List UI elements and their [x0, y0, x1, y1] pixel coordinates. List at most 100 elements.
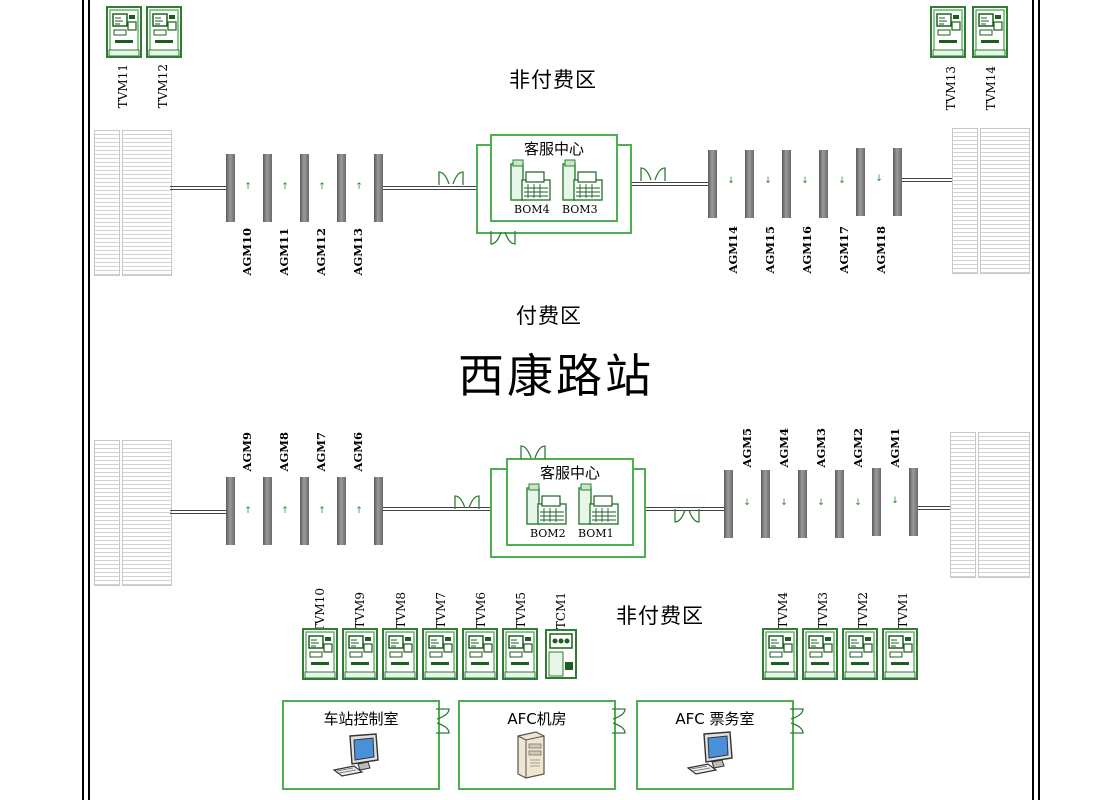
stairs-icon: [94, 440, 120, 586]
booking-office-machine-icon: [562, 159, 603, 201]
bom-label: BOM4: [514, 203, 550, 216]
door-icon: [490, 231, 516, 245]
stairs-icon: [122, 130, 172, 276]
door-icon: [674, 509, 700, 523]
arrow-down-icon: ↓: [817, 498, 825, 508]
tvm-label: TVM12: [156, 64, 170, 109]
gate-icon: [300, 154, 309, 222]
bom-label: BOM1: [578, 527, 614, 540]
gate-icon: [374, 477, 383, 545]
booking-office-machine-icon: [526, 483, 567, 525]
agm-label: AGM13: [351, 228, 365, 276]
agm-label: AGM8: [277, 432, 291, 472]
gate-rail: [170, 510, 228, 514]
agm-label: AGM7: [314, 432, 328, 472]
computer-icon: [332, 733, 379, 777]
zone-label-unpaid-top: 非付费区: [509, 68, 597, 92]
stairs-icon: [980, 128, 1030, 274]
stairs-icon: [978, 432, 1030, 578]
room-afc-ticketing: AFC 票务室: [636, 700, 794, 790]
arrow-down-icon: ↓: [743, 498, 751, 508]
ticket-vending-machine-icon: [462, 628, 498, 680]
zone-label-unpaid-bottom: 非付费区: [616, 604, 704, 628]
ticket-vending-machine-icon: [930, 6, 966, 58]
server-icon: [517, 731, 545, 779]
ticket-vending-machine-icon: [422, 628, 458, 680]
ticket-checking-machine-icon: [545, 629, 577, 679]
gate-icon: [909, 468, 918, 536]
stairs-icon: [122, 440, 172, 586]
station-title: 西康路站: [458, 349, 654, 403]
gate-icon: [226, 477, 235, 545]
agm-label: AGM9: [240, 432, 254, 472]
gate-rail: [170, 186, 228, 190]
gate-rail: [918, 506, 950, 510]
ticket-vending-machine-icon: [972, 6, 1008, 58]
gate-icon: [226, 154, 235, 222]
agm-label: AGM16: [800, 226, 814, 274]
tvm-label: TVM7: [434, 592, 448, 629]
room-afc-machine: AFC机房: [458, 700, 616, 790]
zone-label-paid: 付费区: [516, 304, 582, 328]
computer-icon: [686, 731, 733, 775]
gate-rail: [382, 186, 477, 190]
tvm-label: TVM11: [116, 64, 130, 109]
agm-label: AGM3: [814, 428, 828, 468]
ticket-vending-machine-icon: [882, 628, 918, 680]
booking-office-machine-icon: [578, 483, 619, 525]
left-wall-line-inner: [88, 0, 90, 800]
stairs-icon: [952, 128, 978, 274]
gate-icon: [337, 154, 346, 222]
tvm-label: TVM5: [514, 592, 528, 629]
tvm-label: TVM8: [394, 592, 408, 629]
ticket-vending-machine-icon: [146, 6, 182, 58]
gate-icon: [782, 150, 791, 218]
arrow-down-icon: ↓: [875, 174, 883, 184]
bom-label: BOM2: [530, 527, 566, 540]
service-center-top-inner: 客服中心 BOM4 BOM3: [490, 134, 618, 222]
room-title: AFC 票务室: [675, 710, 755, 728]
ticket-vending-machine-icon: [502, 628, 538, 680]
tvm-label: TVM2: [856, 592, 870, 629]
stairs-icon: [950, 432, 976, 578]
tvm-label: TVM1: [896, 592, 910, 629]
tvm-label: TVM13: [944, 66, 958, 111]
ticket-vending-machine-icon: [106, 6, 142, 58]
tvm-label: TVM6: [474, 592, 488, 629]
gate-icon: [745, 150, 754, 218]
door-icon: [438, 171, 464, 185]
arrow-up-icon: ↑: [355, 182, 363, 192]
arrow-down-icon: ↓: [891, 496, 899, 506]
arrow-down-icon: ↓: [801, 176, 809, 186]
gate-icon: [798, 470, 807, 538]
room-title: AFC机房: [507, 710, 567, 728]
ticket-vending-machine-icon: [342, 628, 378, 680]
bom-label: BOM3: [562, 203, 598, 216]
arrow-down-icon: ↓: [764, 176, 772, 186]
arrow-up-icon: ↑: [355, 506, 363, 516]
gate-icon: [893, 148, 902, 216]
gate-icon: [263, 154, 272, 222]
ticket-vending-machine-icon: [802, 628, 838, 680]
arrow-down-icon: ↓: [727, 176, 735, 186]
arrow-down-icon: ↓: [780, 498, 788, 508]
door-icon: [612, 708, 626, 734]
gate-icon: [263, 477, 272, 545]
tvm-label: TVM4: [776, 592, 790, 629]
door-icon: [790, 708, 804, 734]
agm-label: AGM11: [277, 228, 291, 276]
arrow-up-icon: ↑: [281, 506, 289, 516]
gate-icon: [819, 150, 828, 218]
gate-rail: [628, 182, 712, 186]
gate-icon: [300, 477, 309, 545]
gate-icon: [724, 470, 733, 538]
arrow-up-icon: ↑: [281, 182, 289, 192]
gate-rail: [382, 507, 491, 511]
door-icon: [454, 495, 480, 509]
agm-label: AGM1: [888, 428, 902, 468]
left-wall-line: [82, 0, 84, 800]
gate-icon: [856, 148, 865, 216]
tvm-label: TVM10: [313, 588, 327, 633]
agm-label: AGM6: [351, 432, 365, 472]
ticket-vending-machine-icon: [302, 628, 338, 680]
